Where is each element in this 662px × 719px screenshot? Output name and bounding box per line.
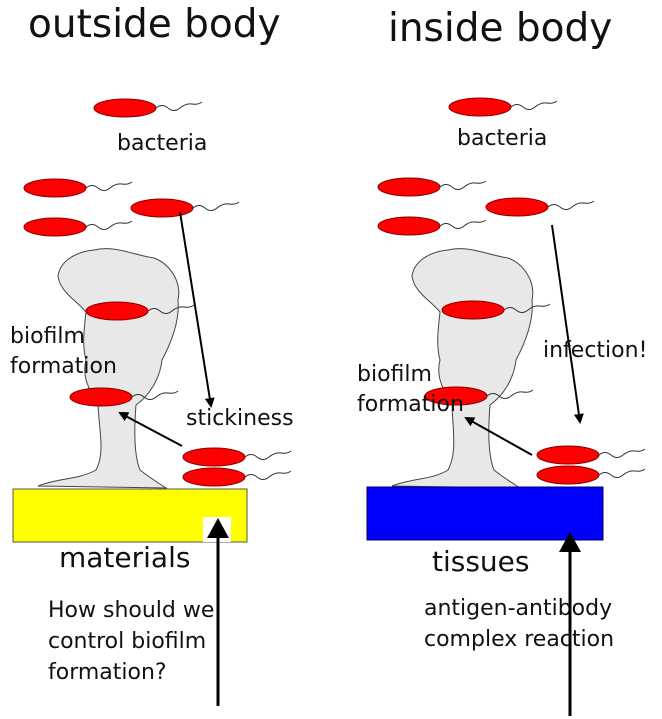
- bacterium-right-1: [449, 98, 557, 116]
- bacterium-right-3: [378, 217, 486, 235]
- label-biofilm-left-1: biofilm: [10, 324, 85, 350]
- bacterium-right-7: [537, 446, 645, 464]
- label-biofilm-right-1: biofilm: [357, 362, 432, 388]
- tissues-block: [367, 487, 603, 540]
- title-outside-body: outside body: [28, 2, 281, 49]
- question-line-2: control biofilm: [48, 629, 206, 655]
- reaction-line-1: antigen-antibody: [424, 596, 612, 622]
- title-inside-body: inside body: [388, 6, 612, 53]
- bacterium-left-8: [183, 468, 291, 486]
- label-biofilm-right-2: formation: [357, 392, 464, 418]
- bacterium-left-3: [24, 218, 132, 236]
- label-bacteria-left: bacteria: [117, 131, 207, 157]
- bacterium-right-5: [442, 301, 550, 319]
- bacterium-right-4: [486, 198, 594, 216]
- question-line-3: formation?: [48, 660, 167, 686]
- label-bacteria-right: bacteria: [457, 126, 547, 152]
- label-biofilm-left-2: formation: [10, 354, 117, 380]
- reaction-line-2: complex reaction: [424, 627, 614, 653]
- bacterium-left-1: [94, 99, 202, 117]
- label-stickiness: stickiness: [186, 406, 294, 432]
- arrow-down-right: [552, 225, 580, 422]
- bacterium-right-8: [537, 466, 645, 484]
- label-materials: materials: [59, 541, 190, 575]
- bacterium-left-6: [70, 388, 178, 406]
- bacterium-right-2: [378, 178, 486, 196]
- label-infection: infection!: [543, 338, 647, 364]
- bacterium-left-7: [183, 448, 291, 466]
- label-tissues: tissues: [432, 545, 530, 579]
- arrow-down-left: [180, 212, 211, 406]
- bacterium-left-2: [24, 179, 132, 197]
- question-line-1: How should we: [48, 598, 214, 624]
- bacterium-left-4: [131, 199, 239, 217]
